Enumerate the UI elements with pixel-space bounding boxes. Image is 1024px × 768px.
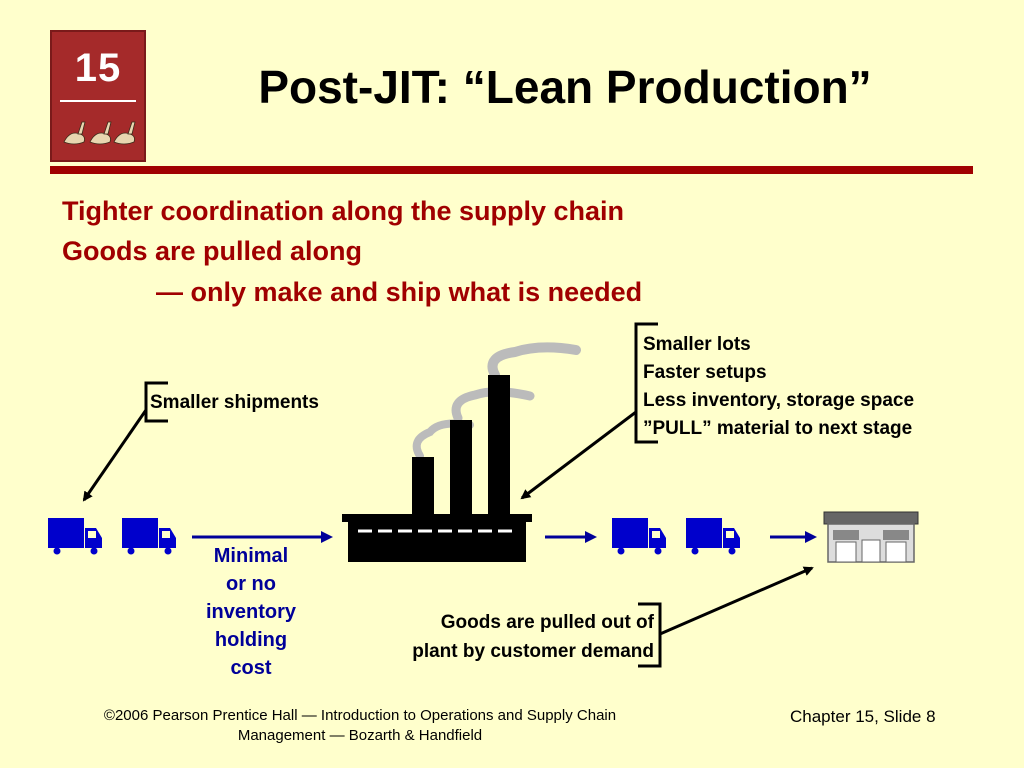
inventory-line: cost [230, 657, 272, 679]
birds-logo-icon [63, 121, 136, 145]
factory-icon [342, 342, 581, 562]
inventory-line: inventory [205, 601, 297, 623]
truck-icon [48, 518, 102, 555]
plant-bracket [634, 322, 658, 444]
smaller-shipments-label: Smaller shipments [150, 392, 319, 413]
inventory-cost-label: Minimal or no inventory holding cost [186, 542, 316, 682]
demand-line: plant by customer demand [412, 641, 654, 662]
demand-arrow [659, 566, 814, 636]
shipments-arrow [82, 409, 148, 502]
footer-copyright: ©2006 Pearson Prentice Hall — Introducti… [40, 706, 680, 746]
demand-bracket [638, 602, 662, 668]
store-icon [823, 511, 919, 563]
plant-benefit-item: Faster setups [643, 362, 767, 383]
title-divider [50, 166, 973, 174]
bullet-make-ship: — only make and ship what is needed [156, 277, 643, 307]
chapter-badge: 15 [50, 30, 146, 162]
slide-title: Post-JIT: “Lean Production” [258, 61, 872, 113]
copyright-line: Management — Bozarth & Handfield [237, 727, 483, 744]
plant-benefits-list: Smaller lots Faster setups Less inventor… [643, 331, 914, 443]
plant-arrow [520, 410, 637, 500]
copyright-line: ©2006 Pearson Prentice Hall — Introducti… [103, 707, 617, 724]
shipments-bracket [144, 381, 168, 423]
inventory-line: holding [214, 629, 288, 651]
truck-icon [686, 518, 740, 555]
demand-line: Goods are pulled out of [440, 612, 654, 633]
customer-demand-label: Goods are pulled out of plant by custome… [350, 608, 654, 666]
inventory-line: Minimal [213, 545, 289, 567]
chapter-number: 15 [74, 46, 122, 90]
plant-benefit-item: Smaller lots [643, 334, 751, 355]
truck-icon [122, 518, 176, 555]
plant-benefit-item: Less inventory, storage space [643, 390, 915, 411]
bullet-pulled-along: Goods are pulled along [62, 236, 363, 266]
inventory-line: or no [226, 573, 276, 595]
badge-divider [60, 100, 136, 102]
bullet-coordination: Tighter coordination along the supply ch… [62, 196, 625, 226]
slide-number: Chapter 15, Slide 8 [790, 707, 936, 726]
plant-benefit-item: ”PULL” material to next stage [643, 418, 913, 439]
truck-icon [612, 518, 666, 555]
